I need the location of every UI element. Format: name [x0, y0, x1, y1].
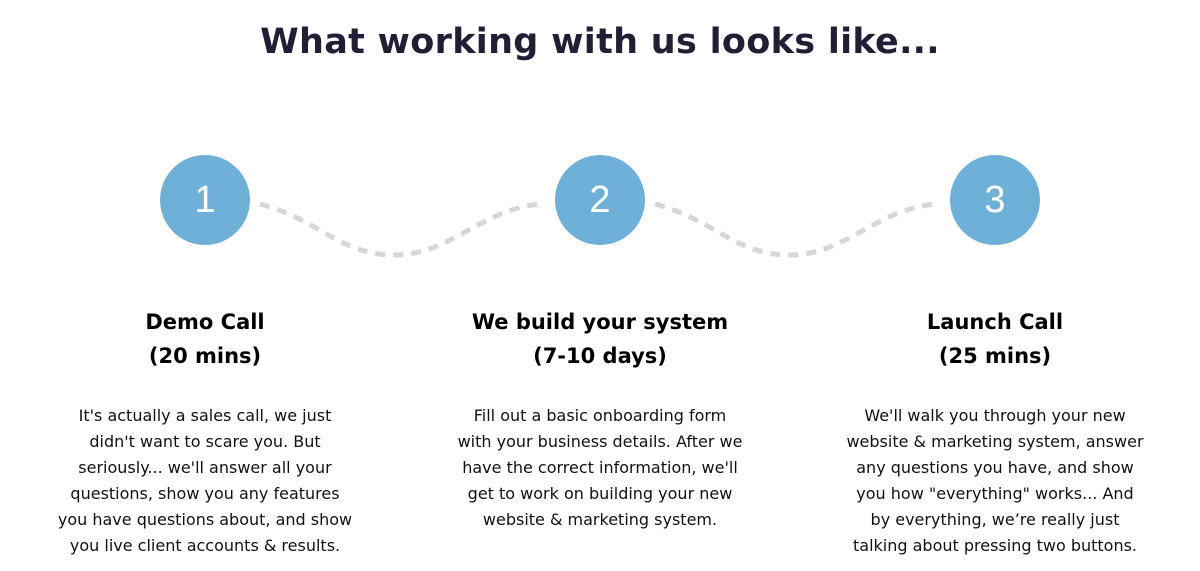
connector-1-2: [259, 201, 541, 258]
step-heading: Launch Call: [926, 310, 1064, 334]
step-heading: Demo Call: [145, 310, 265, 334]
description-line: you how "everything" works... And: [856, 484, 1134, 503]
step-3: Launch Call (25 mins) We'll walk you thr…: [825, 305, 1165, 559]
step-1-number-circle: 1: [160, 155, 250, 245]
description-line: any questions you have, and show: [856, 458, 1134, 477]
step-2-number-circle: 2: [555, 155, 645, 245]
step-3-number-circle: 3: [950, 155, 1040, 245]
step-description: We'll walk you through your new website …: [825, 403, 1165, 559]
step-heading: We build your system: [471, 310, 729, 334]
description-line: We'll walk you through your new: [864, 406, 1126, 425]
step-duration: (7-10 days): [533, 344, 667, 368]
step-1: Demo Call (20 mins) It's actually a sale…: [35, 305, 375, 559]
description-line: website & marketing system, answer: [846, 432, 1144, 451]
description-line: talking about pressing two buttons.: [852, 536, 1138, 555]
description-line: have the correct information, we'll: [462, 458, 738, 477]
description-line: questions, show you any features: [70, 484, 340, 503]
description-line: with your business details. After we: [457, 432, 743, 451]
step-description: Fill out a basic onboarding form with yo…: [430, 403, 770, 533]
description-line: you live client accounts & results.: [69, 536, 341, 555]
step-duration: (25 mins): [938, 344, 1052, 368]
description-line: by everything, we’re really just: [870, 510, 1120, 529]
description-line: It's actually a sales call, we just: [78, 406, 332, 425]
description-line: get to work on building your new: [467, 484, 733, 503]
description-line: website & marketing system.: [482, 510, 718, 529]
step-description: It's actually a sales call, we just didn…: [35, 403, 375, 559]
dashed-connector-lines: [259, 201, 936, 258]
step-duration: (20 mins): [148, 344, 262, 368]
step-2: We build your system (7-10 days) Fill ou…: [430, 305, 770, 533]
section-title: What working with us looks like...: [260, 22, 940, 62]
description-line: Fill out a basic onboarding form: [473, 406, 727, 425]
description-line: seriously... we'll answer all your: [78, 458, 332, 477]
description-line: didn't want to scare you. But: [89, 432, 321, 451]
description-line: you have questions about, and show: [57, 510, 353, 529]
connector-2-3: [654, 201, 936, 258]
